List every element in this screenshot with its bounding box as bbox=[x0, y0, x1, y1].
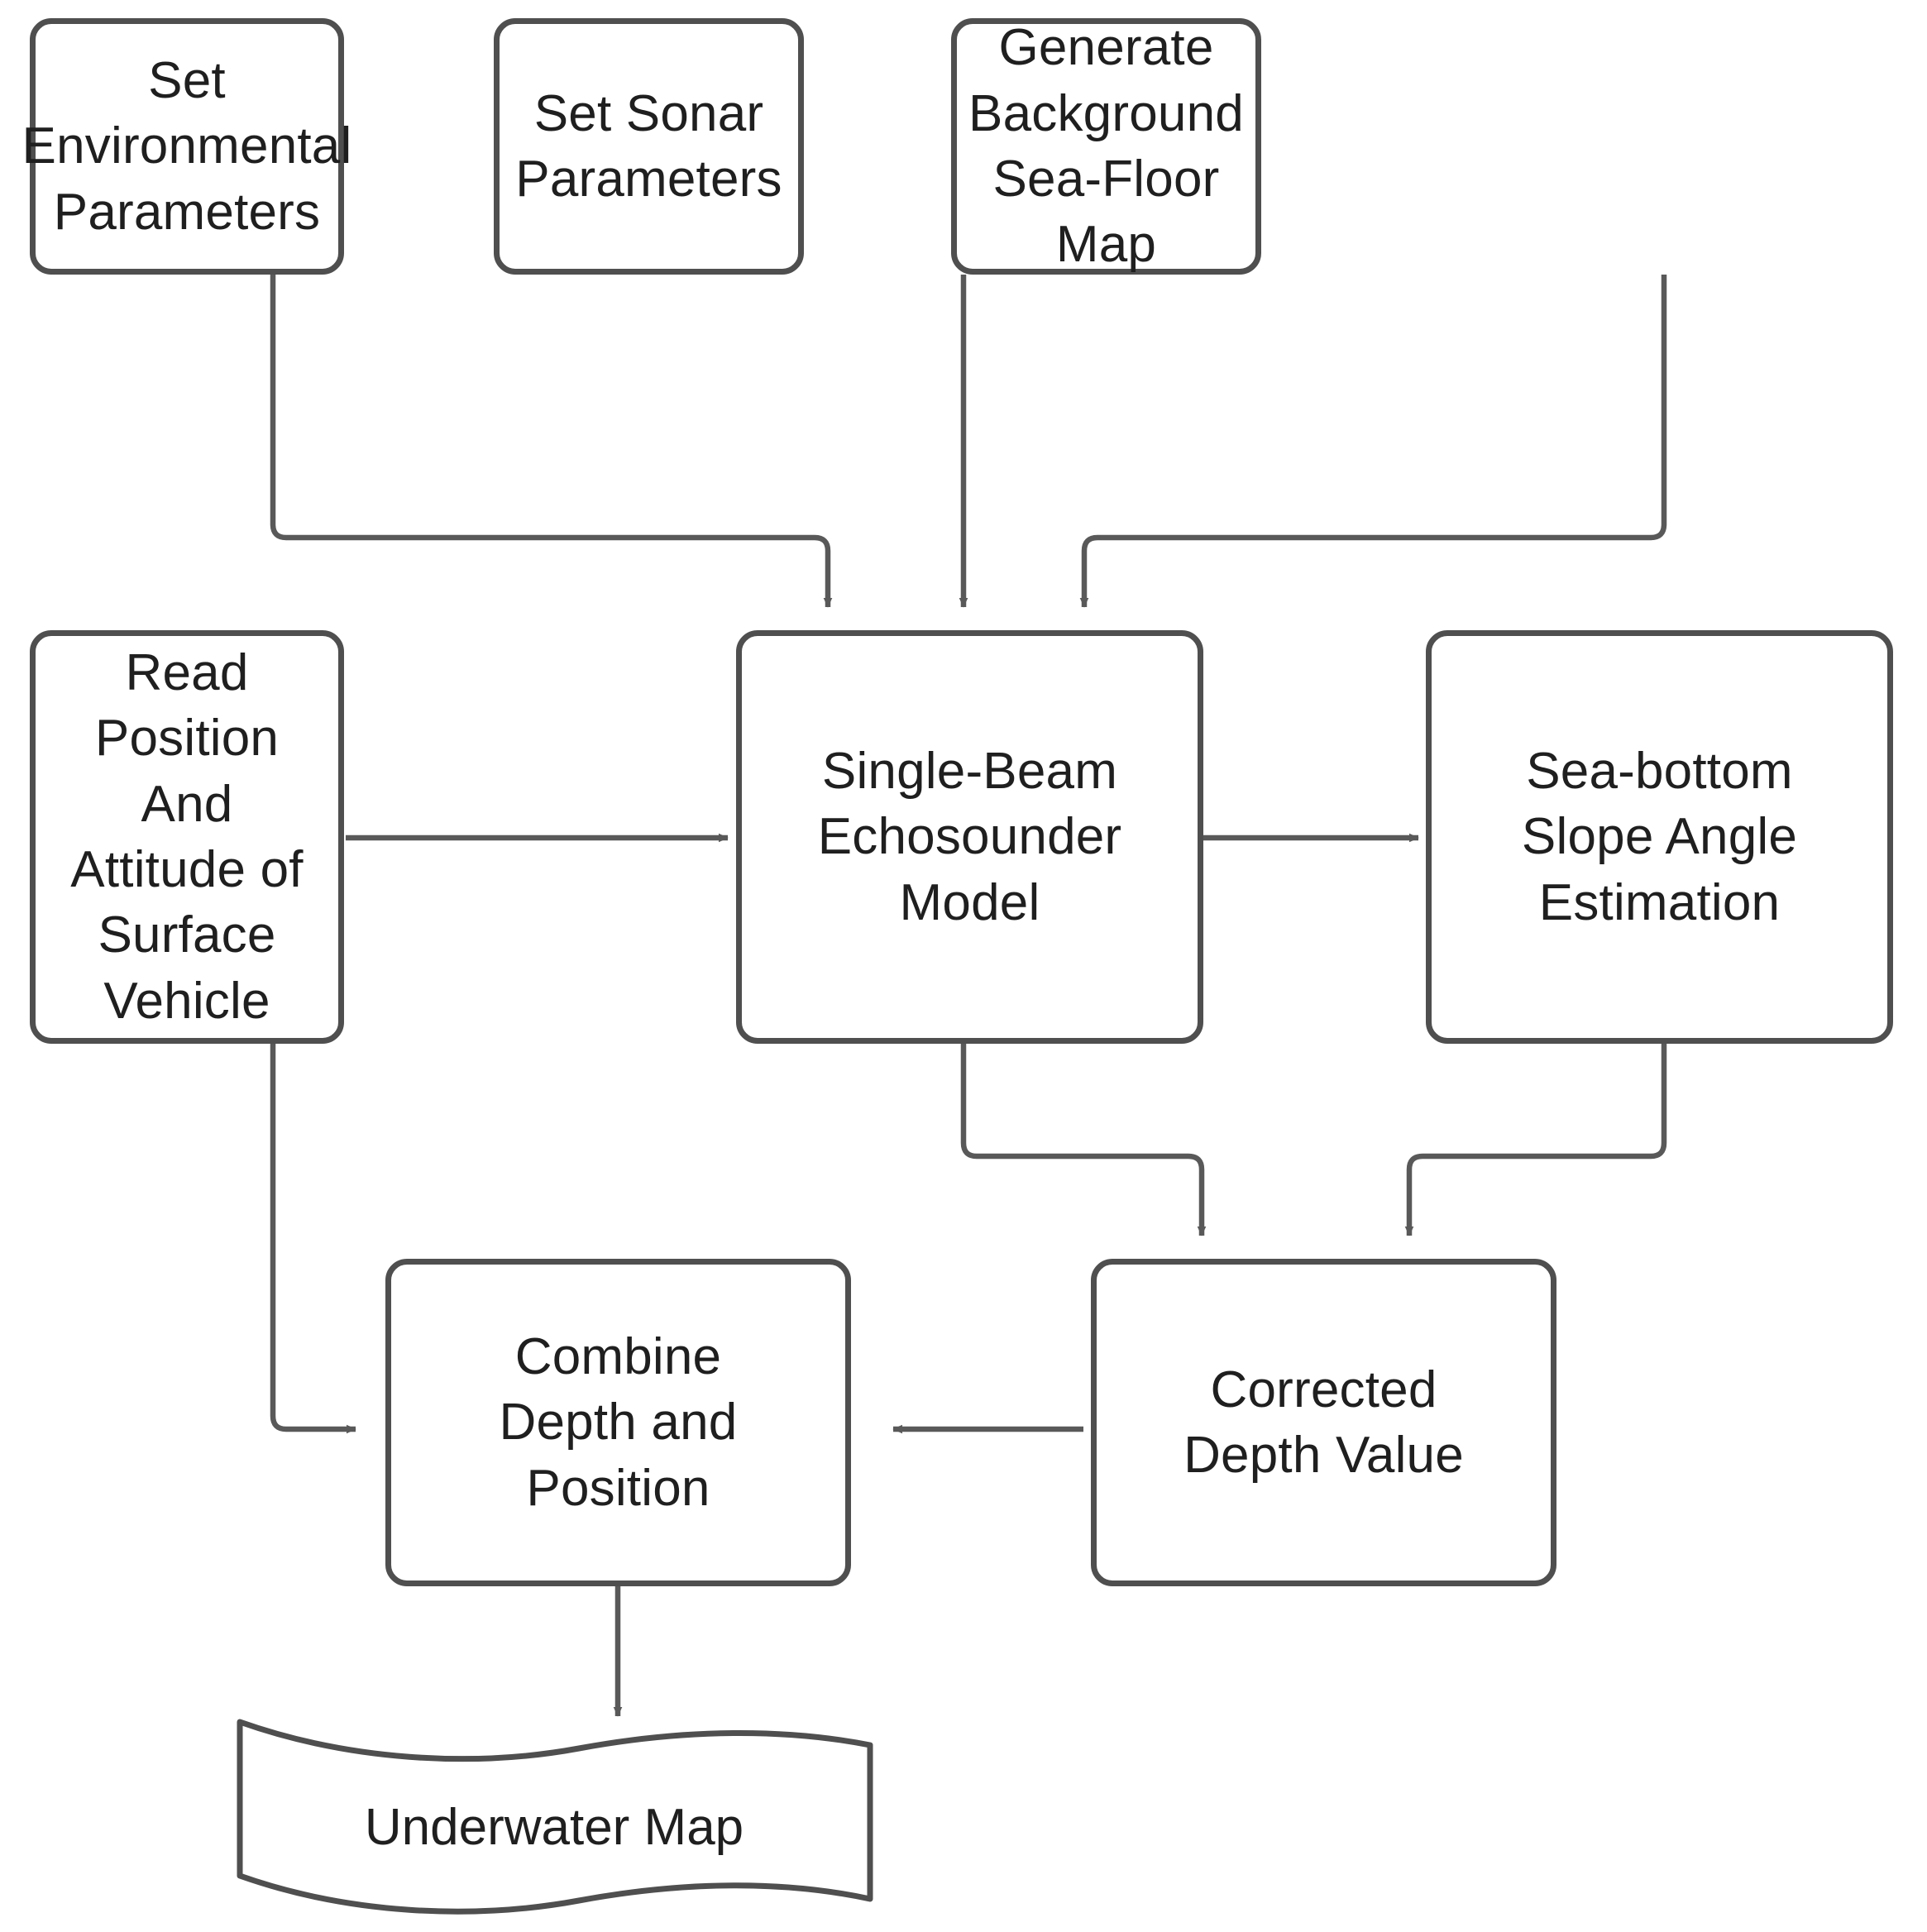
edge-echosounder-to-corrected bbox=[960, 1044, 1207, 1236]
node-label: Read Position And Attitude of Surface Ve… bbox=[70, 643, 304, 1030]
node-label: Sea-bottom Slope Angle Estimation bbox=[1521, 742, 1798, 931]
node-label-underwater-map: Underwater Map bbox=[364, 1799, 744, 1856]
node-underwater-map[interactable] bbox=[223, 1704, 885, 1932]
node-label: Single-Beam Echosounder Model bbox=[817, 742, 1122, 931]
edge-readpos-to-combine bbox=[270, 1044, 356, 1434]
edge-seafloor-to-echosounder bbox=[1079, 275, 1667, 608]
edge-slope-to-corrected bbox=[1404, 1044, 1667, 1236]
node-sea-bottom-slope-angle-estimation[interactable]: Sea-bottom Slope Angle Estimation bbox=[1426, 630, 1893, 1044]
node-label: Set Environmental Parameters bbox=[22, 51, 352, 241]
node-single-beam-echosounder-model[interactable]: Single-Beam Echosounder Model bbox=[736, 630, 1203, 1044]
node-label: Set Sonar Parameters bbox=[515, 84, 782, 208]
node-read-position-and-attitude-of-surface-vehicle[interactable]: Read Position And Attitude of Surface Ve… bbox=[30, 630, 344, 1044]
node-combine-depth-and-position[interactable]: Combine Depth and Position bbox=[385, 1259, 851, 1586]
node-corrected-depth-value[interactable]: Corrected Depth Value bbox=[1091, 1259, 1556, 1586]
edge-env-to-echosounder bbox=[270, 275, 833, 608]
node-set-environmental-parameters[interactable]: Set Environmental Parameters bbox=[22, 18, 351, 275]
node-label: Corrected Depth Value bbox=[1183, 1361, 1464, 1484]
node-label: Combine Depth and Position bbox=[499, 1327, 738, 1517]
node-label: Generate Background Sea-Floor Map bbox=[968, 19, 1244, 274]
node-set-sonar-parameters[interactable]: Set Sonar Parameters bbox=[494, 18, 804, 275]
node-generate-background-sea-floor-map[interactable]: Generate Background Sea-Floor Map bbox=[951, 18, 1261, 275]
